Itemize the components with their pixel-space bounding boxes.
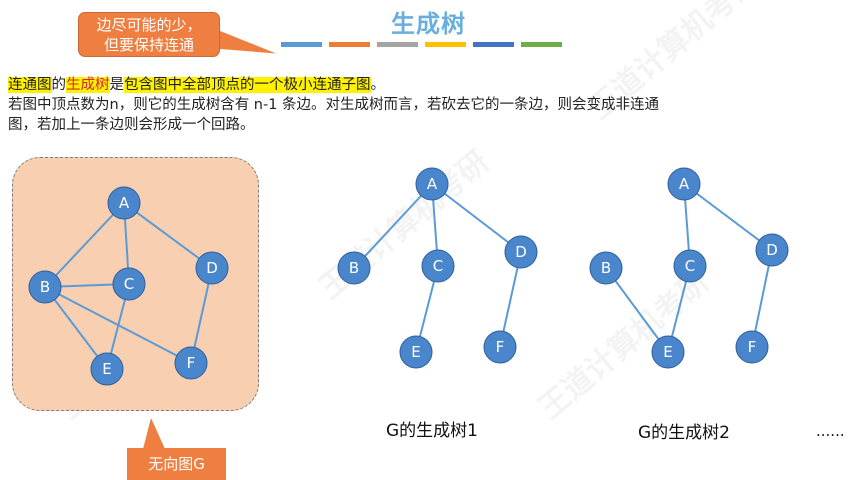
edge-A-D	[683, 183, 773, 251]
vertex-F	[483, 330, 517, 364]
title-color-bars	[281, 42, 562, 47]
vertex-D	[755, 233, 789, 267]
vertex-label-D: D	[766, 241, 778, 259]
vertex-A	[107, 186, 141, 220]
edge-D-F	[751, 249, 773, 348]
vertex-label-A: A	[119, 194, 130, 212]
label-tail	[143, 418, 165, 449]
graph-g: A B C D E F	[28, 186, 229, 386]
vertex-label-C: C	[124, 275, 134, 293]
vertex-label-B: B	[349, 259, 359, 277]
vertex-E	[651, 335, 685, 369]
ellipsis: ......	[816, 422, 845, 440]
vertex-B	[337, 251, 371, 285]
color-bar	[425, 42, 466, 47]
definition-highlight: 包含图中全部顶点的一个极小连通子图	[124, 77, 371, 93]
definition-line-2: 若图中顶点数为n，则它的生成树含有 n-1 条边。对生成树而言，若砍去它的一条边…	[8, 97, 660, 113]
vertex-C	[673, 249, 707, 283]
color-bar	[281, 42, 322, 47]
spanning-tree-2: A B C D E F	[589, 167, 789, 369]
vertex-label-B: B	[40, 278, 50, 296]
vertex-C	[421, 249, 455, 283]
callout-minimal-edges: 边尽可能的少， 但要保持连通	[78, 12, 220, 57]
edge-B-E	[605, 267, 669, 353]
vertex-D	[195, 251, 229, 285]
vertex-label-E: E	[411, 343, 420, 361]
edge-A-B	[353, 183, 433, 269]
vertex-label-A: A	[679, 175, 690, 193]
color-bar	[329, 42, 370, 47]
vertex-B	[28, 270, 62, 304]
color-bar	[521, 42, 562, 47]
vertex-E	[399, 335, 433, 369]
definition-line-3: 图，若加上一条边则会形成一个回路。	[8, 117, 255, 133]
vertex-B	[589, 251, 623, 285]
caption-spanning-tree-1: G的生成树1	[386, 421, 478, 441]
vertex-label-A: A	[427, 175, 438, 193]
vertex-label-F: F	[187, 354, 196, 372]
edge-B-E	[44, 286, 108, 370]
vertex-label-D: D	[515, 243, 527, 261]
vertex-F	[735, 330, 769, 364]
vertex-label-C: C	[433, 257, 443, 275]
color-bar	[377, 42, 418, 47]
color-bar	[473, 42, 514, 47]
definition-line-1: 连通图的生成树是包含图中全部顶点的一个极小连通子图。	[8, 75, 848, 95]
vertex-label-C: C	[685, 257, 695, 275]
term-connected-graph: 连通图	[8, 77, 52, 93]
vertex-label-E: E	[102, 360, 111, 378]
edge-A-D	[123, 202, 213, 269]
vertex-A	[415, 167, 449, 201]
page-title: 生成树	[391, 10, 466, 38]
vertex-label-B: B	[601, 259, 611, 277]
edge-A-B	[44, 202, 125, 288]
edge-A-D	[431, 183, 522, 253]
vertex-label-D: D	[206, 259, 218, 277]
vertex-C	[112, 267, 146, 301]
vertex-E	[90, 352, 124, 386]
definition-connector: 的	[51, 77, 67, 93]
term-spanning-tree: 生成树	[66, 77, 110, 93]
graph-g-label: 无向图G	[127, 448, 226, 480]
callout-line-1: 边尽可能的少，	[96, 16, 202, 34]
vertex-label-F: F	[496, 338, 505, 356]
vertex-label-E: E	[663, 343, 672, 361]
vertex-A	[667, 167, 701, 201]
definition-connector: 是	[109, 77, 125, 93]
definition-text: 连通图的生成树是包含图中全部顶点的一个极小连通子图。 若图中顶点数为n，则它的生…	[8, 75, 848, 135]
caption-spanning-tree-2: G的生成树2	[638, 423, 730, 443]
vertex-D	[504, 235, 538, 269]
spanning-tree-1: A B C D E F	[337, 167, 538, 369]
vertex-F	[174, 346, 208, 380]
vertex-label-F: F	[748, 338, 757, 356]
definition-period: 。	[370, 77, 386, 93]
callout-line-2: 但要保持连通	[103, 36, 194, 54]
